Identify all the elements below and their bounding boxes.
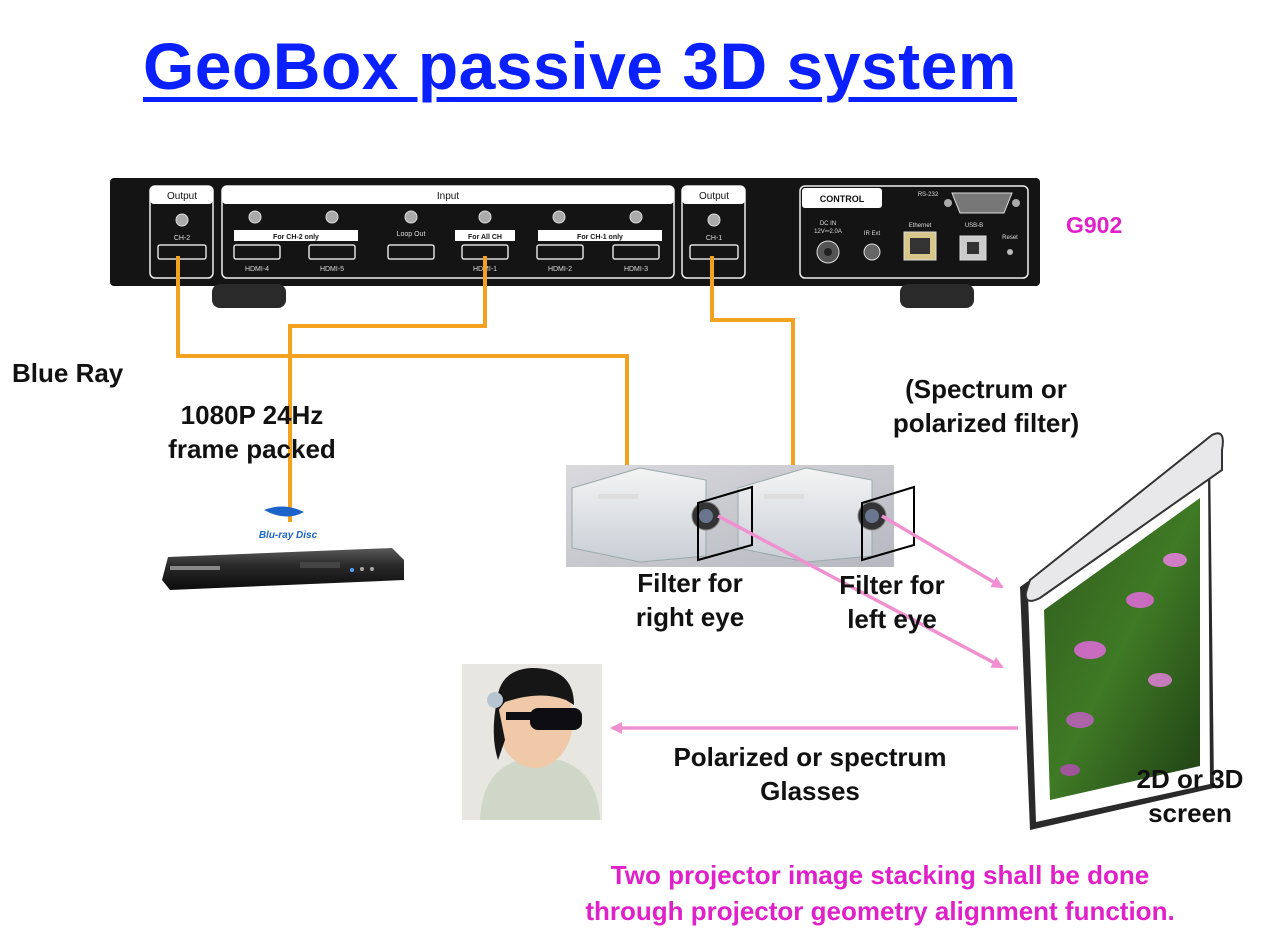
filter-right-line2: right eye bbox=[635, 602, 745, 632]
viewer-with-glasses bbox=[462, 664, 602, 820]
filter-right-eye bbox=[697, 485, 753, 562]
rs232-label: RS-232 bbox=[918, 192, 939, 198]
port-ch2-label: CH-2 bbox=[174, 235, 190, 242]
note-line2: through projector geometry alignment fun… bbox=[585, 896, 1175, 926]
usb-b-label: USB-B bbox=[965, 223, 983, 229]
port-hdmi5 bbox=[308, 244, 356, 260]
rs232-port bbox=[951, 192, 1013, 214]
input-label: Input bbox=[437, 191, 459, 202]
group-ch2-only: For CH-2 only bbox=[273, 234, 319, 241]
control-label: CONTROL bbox=[820, 194, 865, 204]
screen-housing bbox=[1024, 432, 1224, 602]
bluray-player: Blu-ray Disc bbox=[162, 506, 404, 590]
port-ch1-label: CH-1 bbox=[706, 235, 722, 242]
device-foot-right bbox=[900, 284, 974, 308]
glasses-line2: Glasses bbox=[760, 776, 860, 806]
ir-ext-port bbox=[863, 243, 881, 261]
dc-spec-label: 12V⎓2.0A bbox=[814, 229, 842, 235]
projection-screen bbox=[1020, 432, 1224, 830]
filter-type-line1: (Spectrum or bbox=[905, 374, 1067, 404]
filter-type-line2: polarized filter) bbox=[892, 408, 1080, 438]
light-rays bbox=[610, 514, 1018, 734]
glasses-line1: Polarized or spectrum bbox=[673, 742, 947, 772]
group-ch1-only: For CH-1 only bbox=[577, 234, 623, 241]
port-hdmi2-label: HDMI-2 bbox=[548, 266, 572, 273]
cable-ch2-to-right-projector bbox=[176, 256, 629, 468]
cable-ch1-to-left-projector bbox=[710, 256, 795, 468]
device-foot-left bbox=[212, 284, 286, 308]
control-panel bbox=[799, 185, 1029, 279]
note-line1: Two projector image stacking shall be do… bbox=[610, 860, 1150, 890]
ir-ext-label: IR Ext bbox=[864, 231, 881, 237]
output-left-label: Output bbox=[167, 191, 197, 202]
geobox-device: Output CH-2 Input For CH-2 only Loop Out… bbox=[110, 178, 1040, 308]
ray-right-projector-to-screen bbox=[717, 514, 1004, 669]
port-ch2 bbox=[157, 244, 207, 260]
bluray-logo-text: Blu-ray Disc bbox=[259, 530, 318, 541]
ray-left-projector-to-screen bbox=[881, 514, 1004, 589]
filter-left-line2: left eye bbox=[847, 604, 937, 634]
output-right-label: Output bbox=[699, 191, 729, 202]
page-title: GeoBox passive 3D system bbox=[142, 29, 1018, 103]
ethernet-label: Ethernet bbox=[909, 223, 932, 229]
reset-button bbox=[1007, 249, 1013, 255]
port-hdmi2 bbox=[536, 244, 584, 260]
signal-line2: frame packed bbox=[168, 434, 336, 464]
filter-right-line1: Filter for bbox=[637, 568, 743, 598]
filter-left-line1: Filter for bbox=[839, 570, 945, 600]
model-label: G902 bbox=[1066, 212, 1122, 238]
bluray-logo-mark bbox=[264, 506, 304, 517]
signal-line1: 1080P 24Hz bbox=[180, 400, 324, 430]
port-hdmi3 bbox=[612, 244, 660, 260]
cables bbox=[176, 256, 795, 522]
screen-line2: screen bbox=[1148, 798, 1232, 828]
port-hdmi3-label: HDMI-3 bbox=[624, 266, 648, 273]
glasses-icon bbox=[530, 708, 582, 730]
cable-bluray-to-hdmi1 bbox=[288, 256, 487, 522]
reset-label: Reset bbox=[1002, 235, 1018, 241]
ethernet-port bbox=[903, 231, 937, 261]
port-hdmi4 bbox=[233, 244, 281, 260]
blue-ray-label: Blue Ray bbox=[12, 358, 124, 388]
port-loop-out bbox=[387, 244, 435, 260]
filter-left-eye bbox=[861, 485, 915, 562]
port-hdmi5-label: HDMI-5 bbox=[320, 266, 344, 273]
dc-in-label: DC IN bbox=[820, 221, 836, 227]
port-hdmi4-label: HDMI-4 bbox=[245, 266, 269, 273]
screen-line1: 2D or 3D bbox=[1136, 764, 1244, 794]
group-loop-out: Loop Out bbox=[397, 231, 426, 238]
group-all-ch: For All CH bbox=[468, 234, 502, 241]
projector-left-eye bbox=[737, 467, 887, 563]
